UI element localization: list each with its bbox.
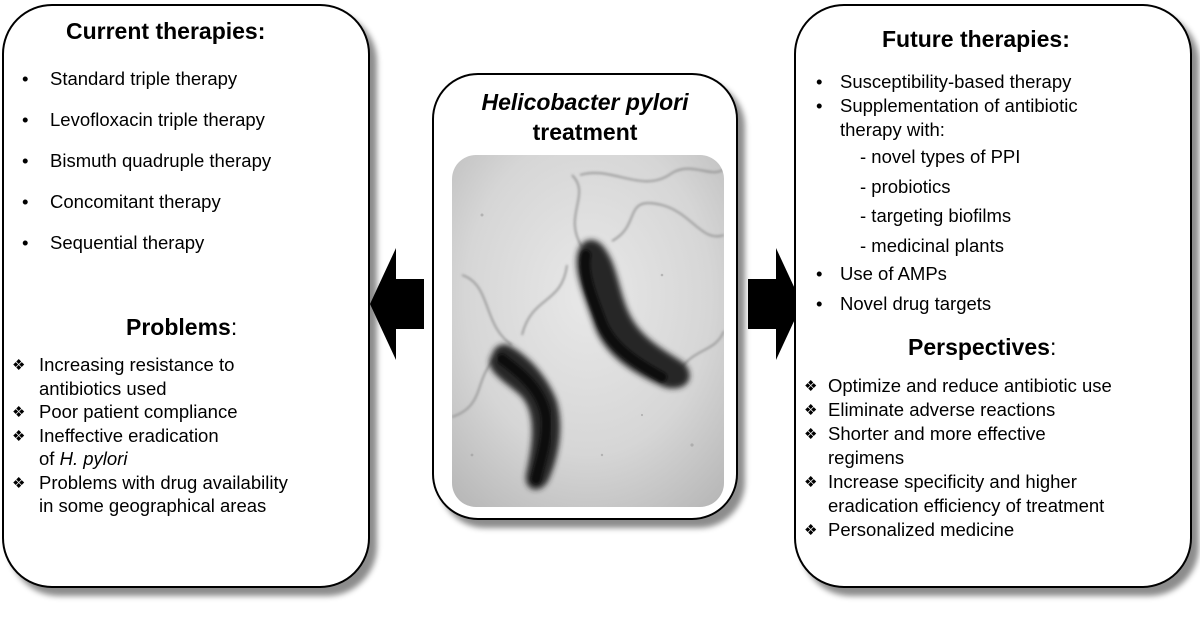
problems-heading-text: Problems (126, 314, 231, 340)
diamond-bullet-icon: ❖ (804, 402, 818, 419)
list-item-text-cont: in some geographical areas (39, 495, 267, 516)
list-item-text: Problems with drug availability (39, 471, 288, 493)
sublist-item: - medicinal plants (860, 234, 1004, 256)
list-item: • Susceptibility-based therapy (816, 70, 1078, 94)
list-item-text: Supplementation of antibiotic (840, 95, 1078, 116)
list-item-text: Shorter and more effective (828, 423, 1046, 444)
list-item-text: Use of AMPs (840, 263, 947, 284)
perspectives-list: ❖ Optimize and reduce antibiotic use ❖ Eli… (804, 374, 1112, 542)
text-of: of (39, 448, 60, 469)
center-panel: Helicobacter pylori treatment (432, 73, 738, 520)
list-item: ❖ Eliminate adverse reactions (804, 398, 1112, 422)
sublist-item: - novel types of PPI (860, 146, 1021, 167)
list-item-text: Optimize and reduce antibiotic use (828, 375, 1112, 396)
current-therapies-panel: Current therapies: • Standard triple ther… (2, 4, 370, 588)
species-name: H. pylori (59, 448, 128, 469)
list-item-text: Poor patient compliance (39, 401, 238, 422)
list-item-text-cont: antibiotics used (39, 377, 167, 399)
species-title: Helicobacter pylori (481, 89, 689, 115)
future-therapies-list: • Susceptibility-based therapy • Supplemen… (816, 70, 1078, 316)
treatment-title: treatment (532, 119, 638, 145)
future-therapies-panel: Future therapies: • Susceptibility-based … (794, 4, 1192, 588)
list-item-text: Personalized medicine (828, 519, 1015, 540)
sublist-item: - targeting biofilms (860, 205, 1012, 226)
bullet-icon: • (22, 68, 29, 89)
diamond-bullet-icon: ❖ (804, 426, 818, 443)
list-item: • Novel drug targets (816, 292, 1078, 316)
list-item-text: Eliminate adverse reactions (828, 399, 1056, 420)
supplementation-sublist: - novel types of PPI - probiotics - targ… (816, 142, 1078, 260)
sublist-item: - probiotics (860, 175, 951, 197)
list-item: ❖ Increase specificity and higher eradicat… (804, 470, 1112, 518)
current-therapies-heading: Current therapies: (66, 18, 266, 44)
list-item: ❖ Personalized medicine (804, 518, 1112, 542)
diamond-bullet-icon: ❖ (804, 378, 818, 395)
list-item-text: Standard triple therapy (50, 68, 238, 89)
perspectives-heading: Perspectives: (908, 334, 1056, 361)
problems-heading: Problems: (126, 314, 237, 341)
list-item: ❖ Shorter and more effective regimens (804, 422, 1112, 470)
heading-colon: : (230, 314, 238, 340)
list-item-text: Concomitant therapy (50, 191, 221, 212)
arrow-left-icon (370, 248, 424, 360)
bacteria-micrograph (452, 155, 724, 507)
arrow-right-icon (748, 248, 802, 360)
bullet-icon: • (816, 293, 823, 314)
bullet-icon: • (22, 109, 29, 130)
bullet-icon: • (816, 95, 823, 116)
list-item-text-cont: of H. pylori (12, 447, 288, 471)
diamond-bullet-icon: ❖ (804, 522, 818, 539)
diamond-bullet-icon: ❖ (12, 357, 26, 374)
list-item-text-cont: eradication efficiency of treatment (828, 495, 1105, 516)
bullet-icon: • (22, 191, 29, 212)
bullet-icon: • (22, 150, 29, 171)
diamond-bullet-icon: ❖ (804, 474, 818, 491)
list-item: ❖ Optimize and reduce antibiotic use (804, 374, 1112, 398)
bullet-icon: • (22, 232, 29, 253)
list-item-text: Ineffective eradication (39, 424, 219, 446)
diamond-bullet-icon: ❖ (12, 404, 26, 421)
bullet-icon: • (816, 71, 823, 92)
list-item-text: Sequential therapy (50, 232, 205, 253)
diamond-bullet-icon: ❖ (12, 474, 26, 492)
center-title: Helicobacter pylori treatment (434, 87, 736, 147)
list-item: • Supplementation of antibiotic therapy wi… (816, 94, 1078, 260)
list-item: ❖ Poor patient compliance (12, 400, 288, 424)
heading-colon: : (1049, 334, 1057, 360)
list-item-text: Levofloxacin triple therapy (50, 109, 265, 130)
list-item-text: Novel drug targets (840, 293, 992, 314)
diamond-bullet-icon: ❖ (12, 427, 26, 445)
perspectives-heading-text: Perspectives (908, 334, 1050, 360)
list-item-text-cont: regimens (828, 447, 905, 468)
list-item-text: Susceptibility-based therapy (840, 71, 1072, 92)
list-item-text-cont: therapy with: (840, 119, 945, 140)
bullet-icon: • (816, 263, 823, 284)
list-item: • Use of AMPs (816, 262, 1078, 286)
list-item-text: Bismuth quadruple therapy (50, 150, 272, 171)
future-therapies-heading: Future therapies: (882, 26, 1070, 52)
list-item-text: Increase specificity and higher (828, 471, 1077, 492)
list-item-text: Increasing resistance to (39, 354, 235, 375)
